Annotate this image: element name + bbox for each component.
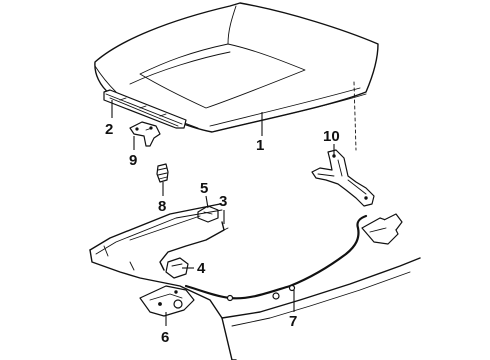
- hood-front-molding: [103, 89, 187, 129]
- callout-3: 3: [219, 193, 227, 224]
- callout-5: 5: [200, 180, 209, 209]
- callout-8: 8: [158, 182, 166, 215]
- release-cable: [184, 213, 403, 302]
- callout-7-label: 7: [289, 313, 297, 330]
- callout-10-label: 10: [323, 128, 340, 145]
- callout-1-label: 1: [256, 137, 264, 154]
- hood-hinge: [311, 149, 375, 207]
- callout-4: 4: [182, 260, 206, 277]
- release-handle: [165, 257, 189, 279]
- callout-8-label: 8: [158, 198, 166, 215]
- callout-6-label: 6: [161, 329, 169, 346]
- callout-6: 6: [161, 312, 169, 346]
- callout-5-label: 5: [200, 180, 208, 197]
- callout-9: 9: [129, 136, 137, 169]
- callout-1: 1: [256, 112, 264, 154]
- callout-2: 2: [105, 100, 113, 138]
- hinge-alignment-line: [353, 81, 357, 151]
- callout-4-label: 4: [197, 260, 206, 277]
- callout-2-label: 2: [105, 121, 113, 138]
- hood-latch-assembly: [139, 285, 195, 317]
- callout-3-label: 3: [219, 193, 227, 210]
- release-rod: [159, 221, 229, 271]
- hood-latch-striker: [129, 121, 161, 147]
- callout-9-label: 9: [129, 152, 137, 169]
- callout-10: 10: [323, 128, 340, 156]
- hood-bumper: [156, 163, 169, 183]
- callout-7: 7: [289, 290, 297, 330]
- body-structure: [89, 203, 421, 360]
